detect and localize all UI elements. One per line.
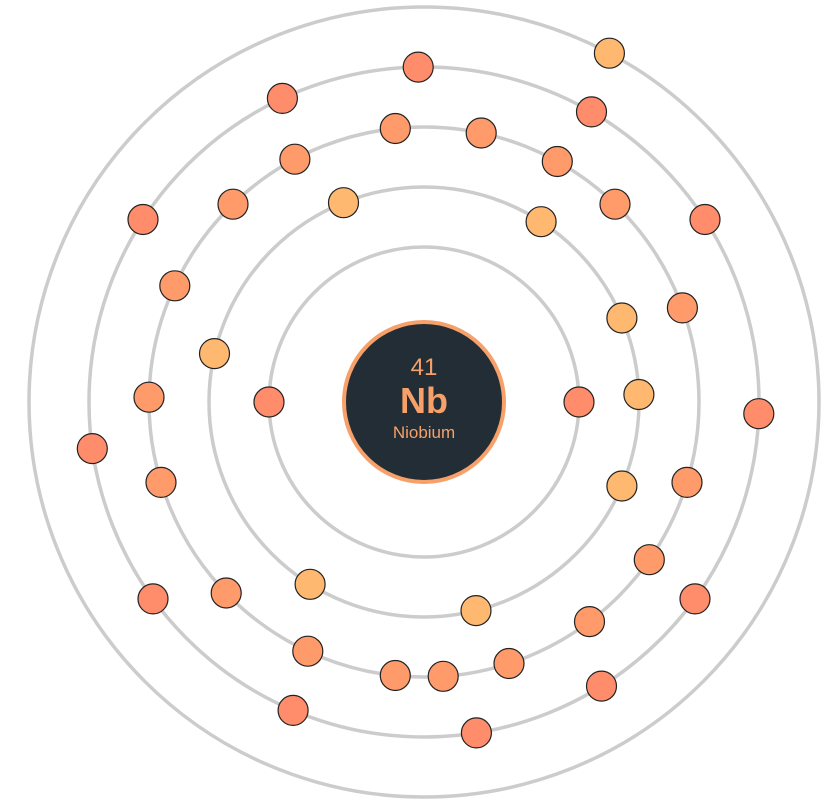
electron-shell-5: [593, 37, 626, 69]
electron-shell-3: [599, 188, 631, 220]
shell-5: [27, 5, 821, 799]
element-symbol: Nb: [400, 380, 448, 421]
electron-shell-3: [465, 117, 497, 149]
electron-shell-2: [606, 470, 638, 502]
electron-shell-4: [127, 203, 159, 236]
electron-shell-2: [525, 206, 557, 238]
electron-shell-3: [145, 466, 177, 498]
electron-shell-3: [217, 188, 249, 220]
electron-shell-2: [198, 338, 231, 370]
atomic-number: 41: [411, 354, 438, 381]
electron-shell-4: [743, 398, 775, 430]
electron-shell-4: [575, 96, 608, 128]
electron-shell-3: [133, 381, 165, 413]
electron-shell-4: [689, 203, 721, 236]
electron-shell-3: [666, 292, 699, 324]
electron-shell-3: [379, 659, 411, 692]
electron-shell-3: [573, 605, 606, 638]
electron-shell-3: [379, 112, 411, 145]
electron-shell-1: [253, 386, 285, 418]
electron-shell-3: [279, 143, 311, 175]
electron-shell-4: [266, 82, 298, 115]
electron-shell-4: [679, 583, 711, 615]
electron-shell-3: [671, 466, 703, 498]
element-name: Niobium: [393, 423, 455, 442]
electron-shell-2: [294, 568, 326, 600]
electron-shell-2: [460, 594, 492, 627]
nucleus-circle: [342, 320, 506, 484]
electron-shell-3: [633, 544, 665, 576]
electron-shell-4: [76, 433, 108, 465]
electron-shell-4: [460, 717, 492, 749]
nucleus: 41 Nb Niobium: [342, 320, 506, 484]
electron-shell-3: [427, 660, 459, 692]
electron-shell-3: [159, 270, 191, 302]
electron-shell-3: [210, 577, 242, 609]
electron-shell-4: [137, 583, 169, 615]
electron-shell-4: [402, 51, 434, 83]
electron-shell-4: [277, 694, 309, 727]
electron-shell-3: [541, 145, 573, 178]
electron-shell-2: [623, 378, 655, 411]
electron-shell-2: [327, 187, 360, 219]
electron-shell-3: [292, 635, 324, 667]
electron-shell-4: [585, 670, 618, 702]
electron-shell-2: [606, 302, 638, 334]
electrons: [76, 37, 775, 749]
electron-shell-3: [493, 647, 525, 680]
electron-shell-1: [563, 386, 595, 418]
